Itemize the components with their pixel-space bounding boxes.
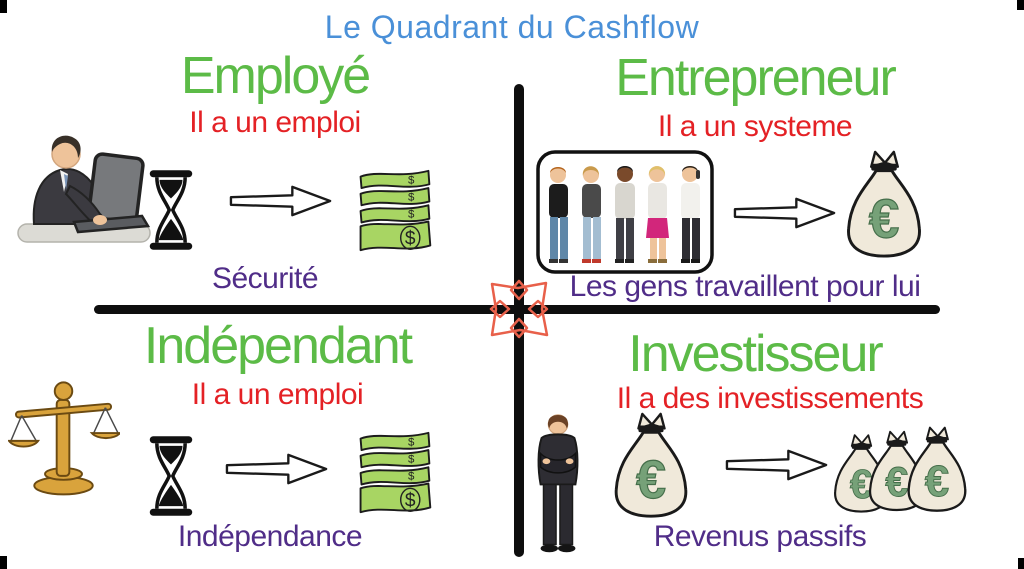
investisseur-heading: Investisseur [628, 325, 883, 383]
euro-money-bag-icon [606, 412, 696, 520]
team-photo-icon [536, 150, 714, 274]
dollar-bills-icon [354, 168, 434, 254]
man-arms-crossed-icon [528, 410, 588, 557]
arrow-right-icon [226, 184, 336, 218]
independant-subheading: Il a un emploi [191, 378, 364, 411]
arrow-right-icon [222, 452, 332, 486]
entrepreneur-subheading: Il a un systeme [657, 110, 853, 143]
balance-scale-icon [8, 372, 120, 498]
employe-heading: Employé [180, 47, 371, 105]
entrepreneur-heading: Entrepreneur [615, 49, 897, 107]
diagram-title: Le Quadrant du Cashflow [324, 9, 700, 45]
arrow-right-icon [730, 196, 840, 230]
horizontal-axis-line [94, 305, 940, 314]
three-euro-money-bags-icon [833, 426, 967, 513]
man-at-laptop-icon [16, 128, 166, 250]
entrepreneur-caption: Les gens travaillent pour lui [569, 270, 921, 303]
employe-caption: Sécurité [211, 262, 319, 295]
corner-mark [1017, 0, 1024, 10]
arrow-right-icon [722, 448, 832, 482]
corner-mark [1018, 558, 1024, 569]
hourglass-icon [148, 432, 194, 520]
employe-subheading: Il a un emploi [189, 106, 361, 139]
corner-mark [0, 0, 7, 13]
dollar-bills-icon [354, 430, 434, 516]
investisseur-caption: Revenus passifs [653, 520, 867, 553]
hourglass-icon [148, 166, 194, 254]
investisseur-subheading: Il a des investissements [616, 382, 924, 415]
euro-money-bag-icon [838, 150, 930, 260]
independant-heading: Indépendant [143, 317, 413, 375]
corner-mark [0, 556, 7, 569]
independant-caption: Indépendance [177, 520, 363, 553]
